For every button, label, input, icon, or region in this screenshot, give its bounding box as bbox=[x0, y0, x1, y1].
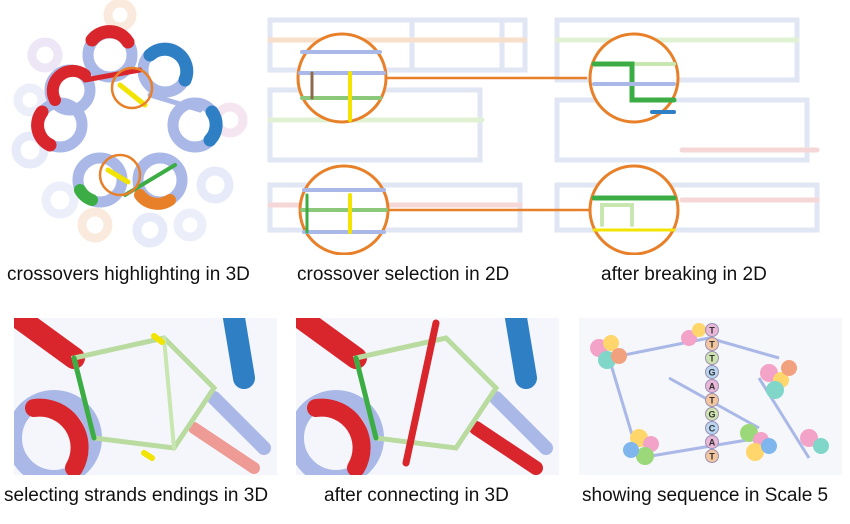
nucleotide-letter: G bbox=[708, 410, 715, 420]
caption-after-breaking: after breaking in 2D bbox=[601, 264, 767, 285]
closeup-3d-endings bbox=[14, 318, 271, 475]
broken-magnifier-top[interactable] bbox=[588, 32, 680, 124]
nucleotide-letter: C bbox=[709, 424, 716, 434]
nucleotide-bead bbox=[705, 421, 719, 435]
caption-crossovers-highlighting: crossovers highlighting in 3D bbox=[7, 264, 250, 285]
crossover-highlight-ring[interactable] bbox=[110, 66, 154, 110]
nucleotide-bead bbox=[705, 323, 719, 337]
crossover-magnifier-bottom[interactable] bbox=[298, 164, 390, 255]
caption-selecting-strand-endings: selecting strands endings in 3D bbox=[4, 485, 269, 506]
nucleotide-letter: T bbox=[709, 340, 715, 350]
crossover-magnifier-top[interactable] bbox=[296, 32, 388, 124]
nucleotide-letter: A bbox=[709, 438, 716, 448]
panel-after-connecting-3d bbox=[296, 318, 559, 475]
caption-crossover-selection: crossover selection in 2D bbox=[297, 264, 510, 285]
nucleotide-bead bbox=[705, 407, 719, 421]
panel-2d-views bbox=[262, 0, 850, 255]
broken-magnifier-bottom[interactable] bbox=[588, 164, 680, 255]
nucleotide-letter: T bbox=[709, 452, 715, 462]
caption-showing-sequence: showing sequence in Scale 5 bbox=[582, 485, 829, 506]
crossover-highlight-ring[interactable] bbox=[98, 153, 142, 197]
nucleotide-bead bbox=[705, 393, 719, 407]
nucleotide-bead bbox=[705, 435, 719, 449]
nucleotide-bead bbox=[705, 337, 719, 351]
nucleotide-letter: T bbox=[709, 326, 715, 336]
nucleotide-bead bbox=[705, 365, 719, 379]
panel-3d-crossovers bbox=[0, 0, 262, 255]
nucleotide-bead bbox=[705, 449, 719, 463]
caption-after-connecting: after connecting in 3D bbox=[324, 485, 509, 506]
panel-strand-endings-3d bbox=[14, 318, 277, 475]
origami-3d-top-view bbox=[11, 0, 248, 248]
origami-2d-schematic bbox=[267, 17, 820, 255]
nucleotide-bead bbox=[705, 351, 719, 365]
nucleotide-letter: A bbox=[709, 382, 716, 392]
nucleotide-clusters bbox=[590, 323, 829, 465]
nucleotide-letter: T bbox=[709, 354, 715, 364]
nucleotide-letter: G bbox=[708, 368, 715, 378]
closeup-3d-connected bbox=[296, 318, 553, 475]
nucleotide-letter: T bbox=[709, 396, 715, 406]
nucleotide-bead bbox=[705, 379, 719, 393]
